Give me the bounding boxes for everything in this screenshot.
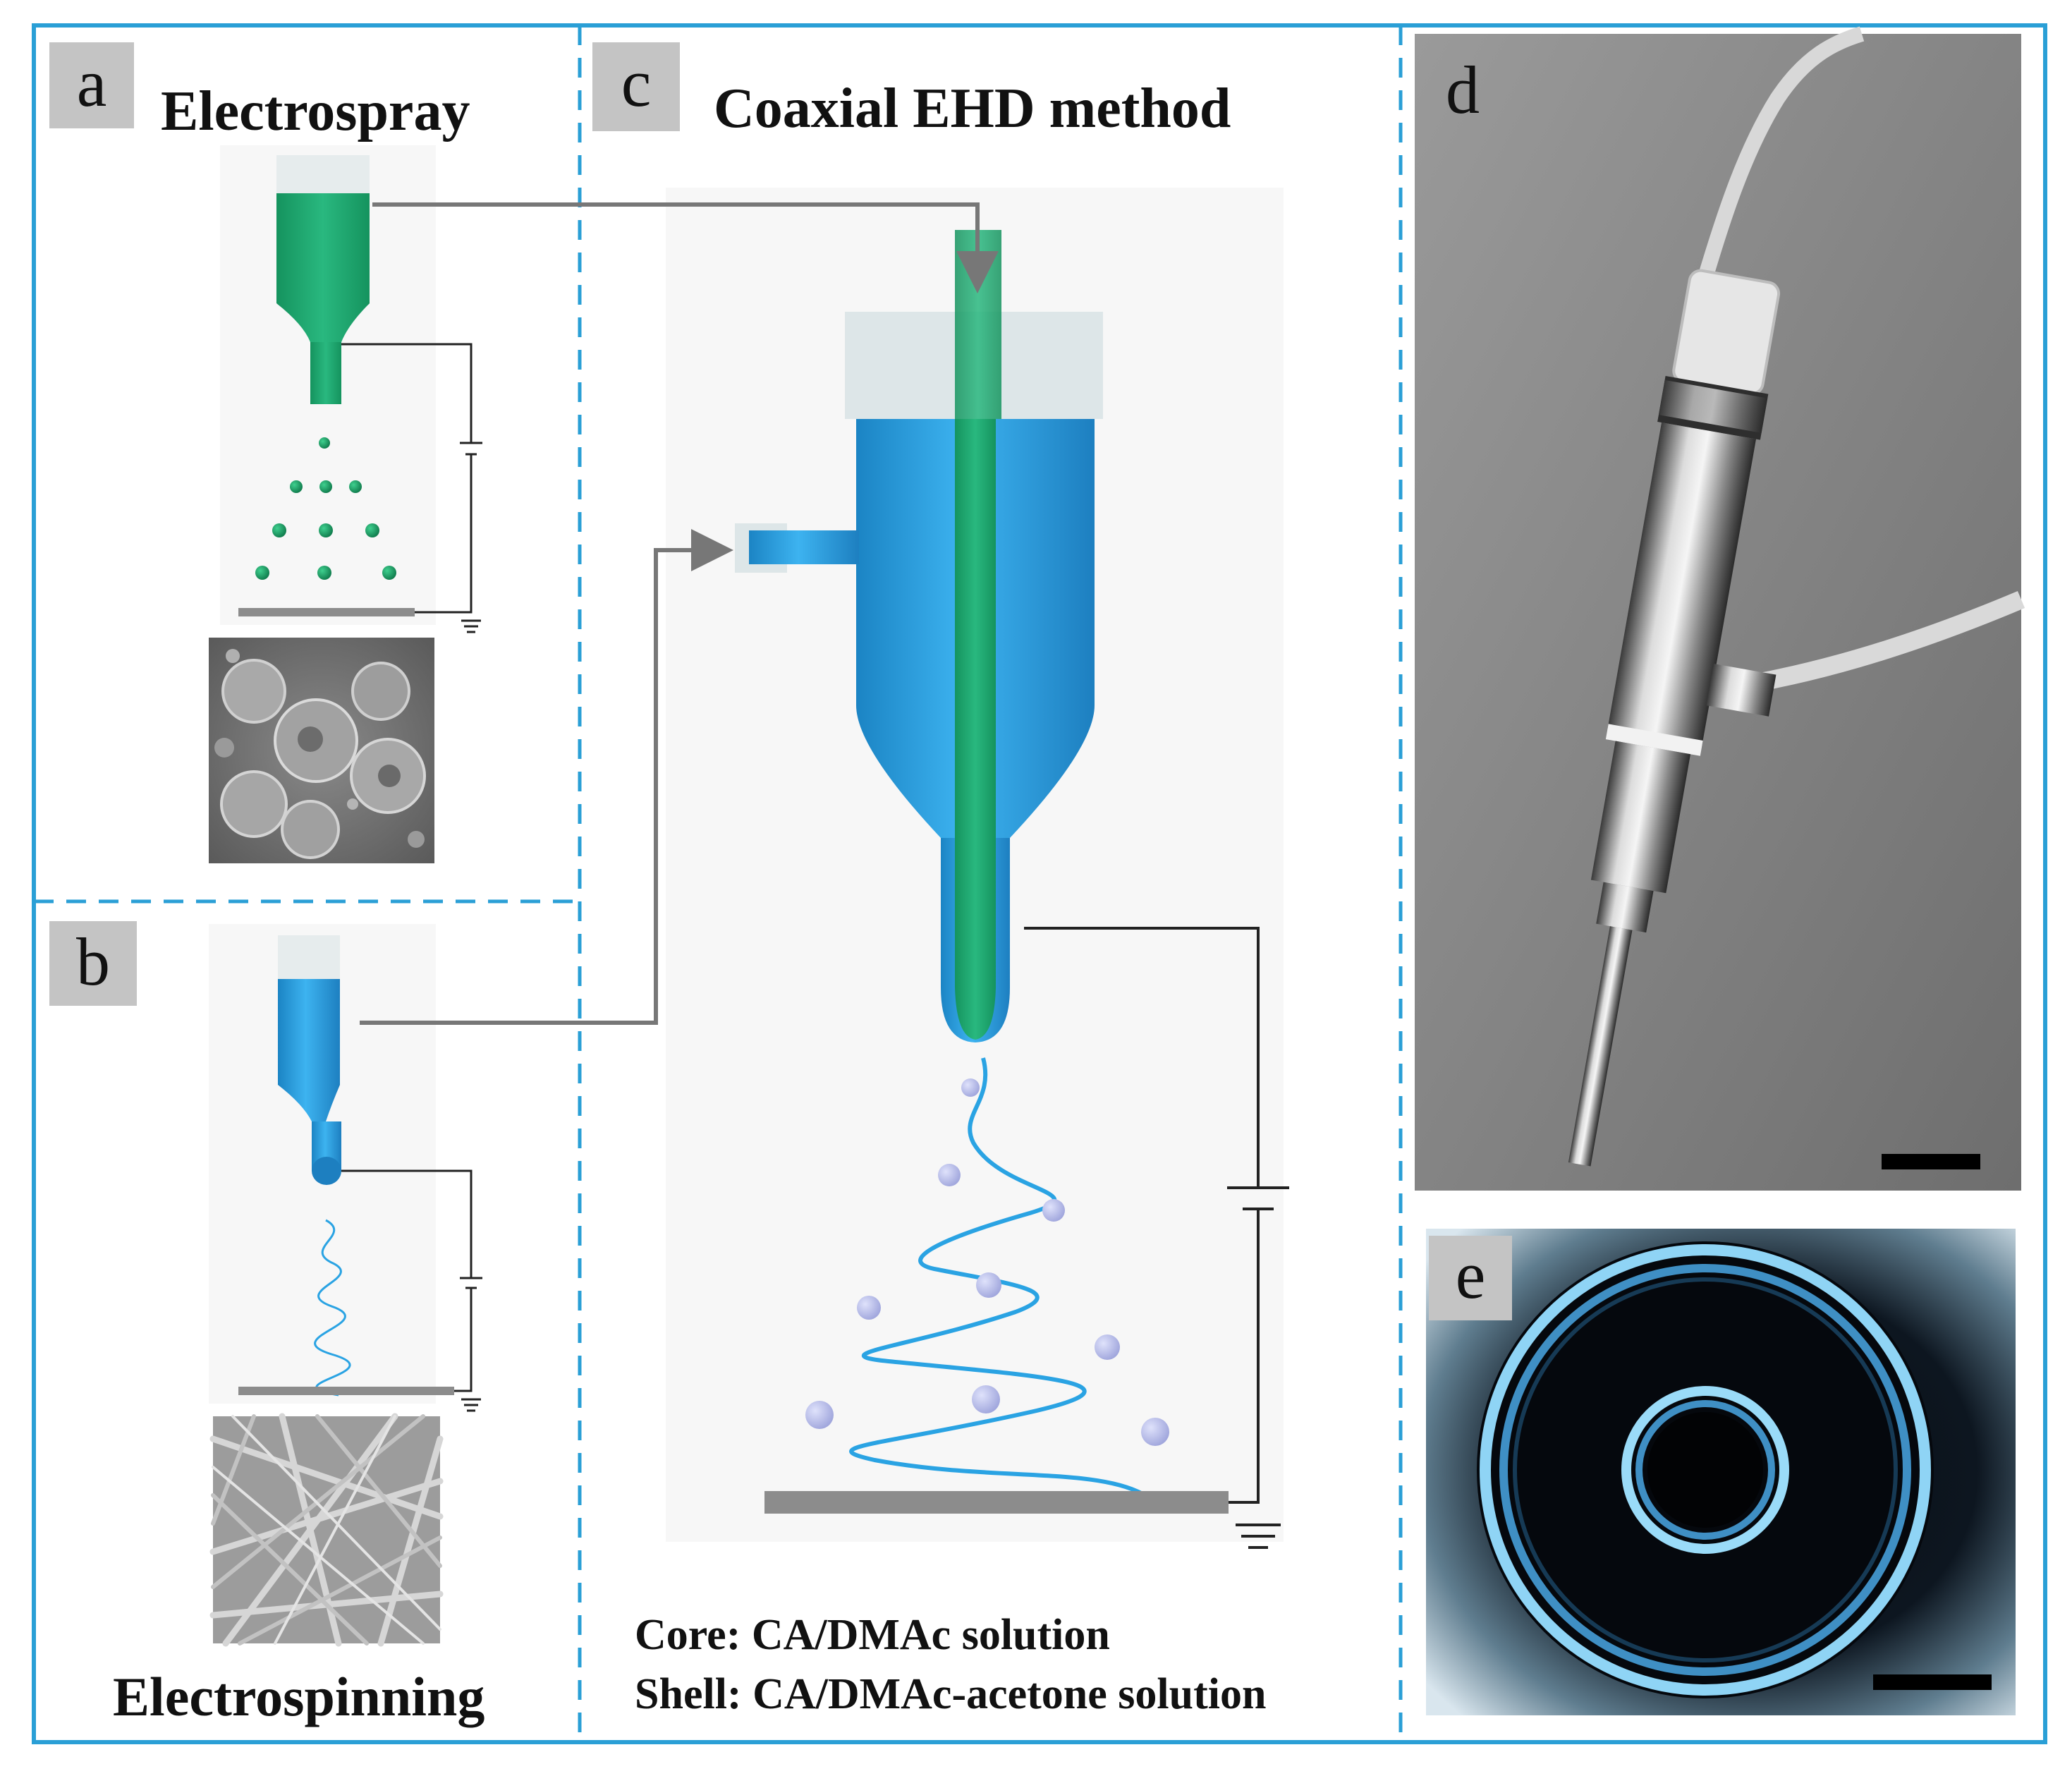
electrospinning-nozzle <box>278 935 341 1185</box>
panel-a-letter: a <box>77 45 107 121</box>
panel-d-letter: d <box>1446 52 1480 128</box>
coaxial-nozzle <box>735 230 1103 1042</box>
electrospray-sem-image <box>209 638 434 863</box>
tip-photo-scale-bar <box>1873 1674 1992 1690</box>
core-feed-arrow <box>372 202 999 293</box>
nozzle-photo-scale-bar <box>1882 1154 1980 1169</box>
coaxial-circuit <box>1024 927 1289 1549</box>
electrospinning-circuit <box>341 1169 482 1412</box>
coaxial-collector <box>764 1491 1229 1514</box>
panel-e-label-box <box>1429 1236 1512 1320</box>
panel-e-letter: e <box>1456 1237 1486 1313</box>
tip-inner-ring <box>1621 1386 1789 1554</box>
panel-b: b <box>49 921 485 1727</box>
panel-c-letter: c <box>621 45 652 121</box>
tip-outer-ring <box>1480 1244 1931 1696</box>
electrospinning-sem-image <box>209 1413 444 1647</box>
panel-a-title: Electrospray <box>161 80 470 142</box>
core-solution-caption: Core: CA/DMAc solution <box>635 1611 1110 1659</box>
panel-c: c Coaxial EHD method <box>360 42 1289 1718</box>
shell-feed-arrow <box>360 529 733 1025</box>
panel-a: a Electrospray <box>49 42 482 863</box>
panel-c-title: Coaxial EHD method <box>714 78 1231 140</box>
figure-frame <box>32 23 2047 1744</box>
panel-e: e <box>1426 1229 2016 1715</box>
coaxial-jet <box>849 1057 1144 1496</box>
panel-b-letter: b <box>76 924 110 999</box>
electrospinning-jet <box>314 1219 351 1397</box>
panel-a-label-box <box>49 42 134 128</box>
electrospinning-collector <box>238 1387 454 1395</box>
panel-d: d <box>1415 26 2025 1191</box>
electrospray-collector <box>238 608 415 616</box>
panel-b-title: Electrospinning <box>113 1666 485 1727</box>
nozzle-photo-top-tube <box>1692 26 1865 299</box>
electrospray-droplets <box>255 437 396 580</box>
shell-solution-caption: Shell: CA/DMAc-acetone solution <box>635 1670 1266 1718</box>
electrospray-circuit <box>341 343 482 633</box>
panel-c-label-box <box>592 42 680 131</box>
panel-b-label-box <box>49 921 137 1006</box>
solvent-particles <box>805 1078 1169 1446</box>
nozzle-photo-body <box>1568 269 1781 1167</box>
electrospray-nozzle <box>276 155 370 404</box>
